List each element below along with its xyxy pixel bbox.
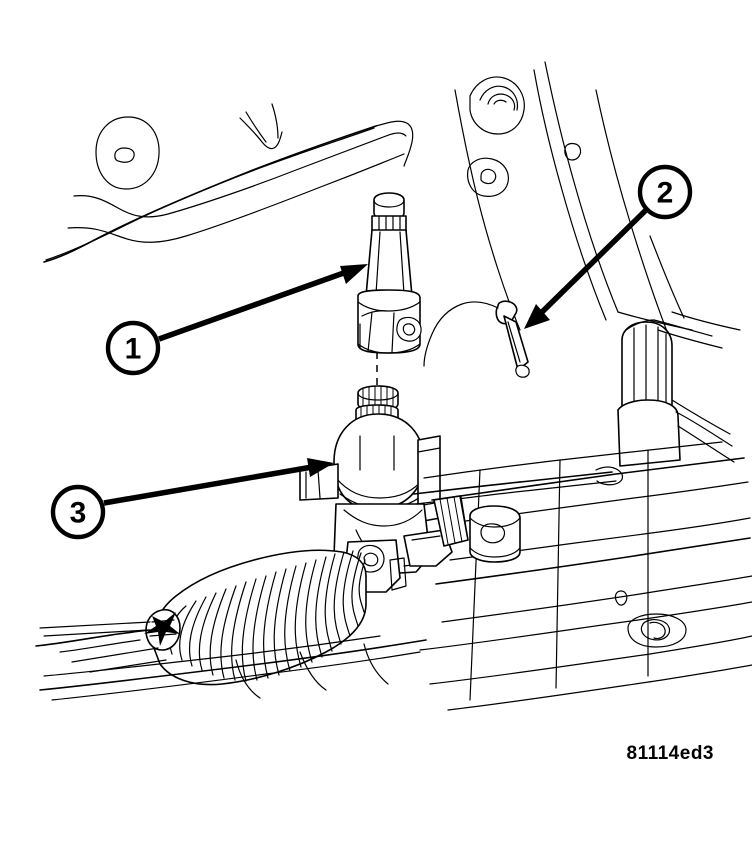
callout-3-label: 3 xyxy=(70,497,87,530)
pinch-bolt xyxy=(423,300,530,378)
cowl-grommet-mid xyxy=(467,157,509,197)
callout-1-circle[interactable] xyxy=(105,320,161,376)
leader-line-2 xyxy=(524,208,648,329)
callout-2-circle[interactable] xyxy=(637,164,693,220)
inner-tie-rod xyxy=(35,621,167,673)
leader-line-1 xyxy=(158,264,368,342)
callout-bubble-1[interactable]: 1 xyxy=(105,320,161,376)
dash-panel-body-structure xyxy=(43,120,414,263)
floor-pan-tunnel xyxy=(419,441,752,711)
intermediate-shaft-coupler xyxy=(357,192,422,354)
callout-2-label: 2 xyxy=(657,177,674,210)
callout-3-circle[interactable] xyxy=(50,484,106,540)
leader-line-3 xyxy=(103,458,334,506)
linkage-bushing xyxy=(469,505,521,563)
front-crossmember xyxy=(39,635,427,701)
figure-reference-code: 81114ed3 xyxy=(626,743,714,764)
cowl-grommet-upper xyxy=(469,76,525,135)
body-grommet-hole xyxy=(95,116,160,190)
floor-pan-hole xyxy=(614,590,628,606)
pedal-support-bracket xyxy=(617,319,735,467)
boot-clamp xyxy=(144,612,180,646)
linkage-shaft-splines xyxy=(433,495,469,547)
cowl-firewall-column xyxy=(454,61,741,335)
floor-pan-grommet xyxy=(627,613,687,648)
callout-bubble-2[interactable]: 2 xyxy=(637,164,693,220)
panel-seam-detail xyxy=(239,103,283,150)
callout-bubble-3[interactable]: 3 xyxy=(50,484,106,540)
rack-bellows-boot xyxy=(145,549,367,686)
callout-1-label: 1 xyxy=(125,333,142,366)
cowl-hole-small xyxy=(564,142,582,161)
